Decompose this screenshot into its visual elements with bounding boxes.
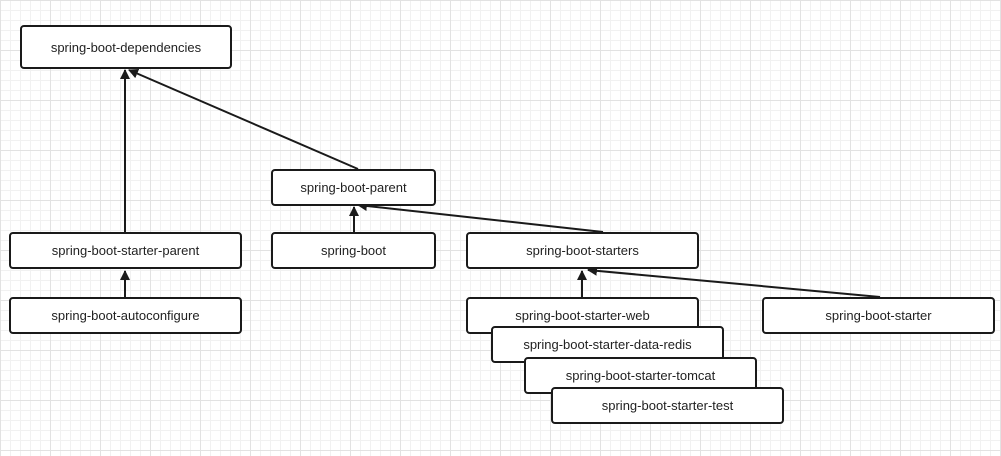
node-spring-boot-dependencies[interactable]: spring-boot-dependencies <box>20 25 232 69</box>
node-spring-boot-starter-parent[interactable]: spring-boot-starter-parent <box>9 232 242 269</box>
node-spring-boot-starters[interactable]: spring-boot-starters <box>466 232 699 269</box>
node-spring-boot-parent[interactable]: spring-boot-parent <box>271 169 436 206</box>
edge-starters-to-parent <box>357 201 604 233</box>
edge-starter-to-starters <box>587 265 881 298</box>
node-spring-boot-autoconfigure[interactable]: spring-boot-autoconfigure <box>9 297 242 334</box>
node-spring-boot-starter-test[interactable]: spring-boot-starter-test <box>551 387 784 424</box>
node-spring-boot-starter-data-redis[interactable]: spring-boot-starter-data-redis <box>491 326 724 363</box>
node-spring-boot-starter[interactable]: spring-boot-starter <box>762 297 995 334</box>
edge-parent-to-dependencies <box>128 68 359 170</box>
node-spring-boot[interactable]: spring-boot <box>271 232 436 269</box>
